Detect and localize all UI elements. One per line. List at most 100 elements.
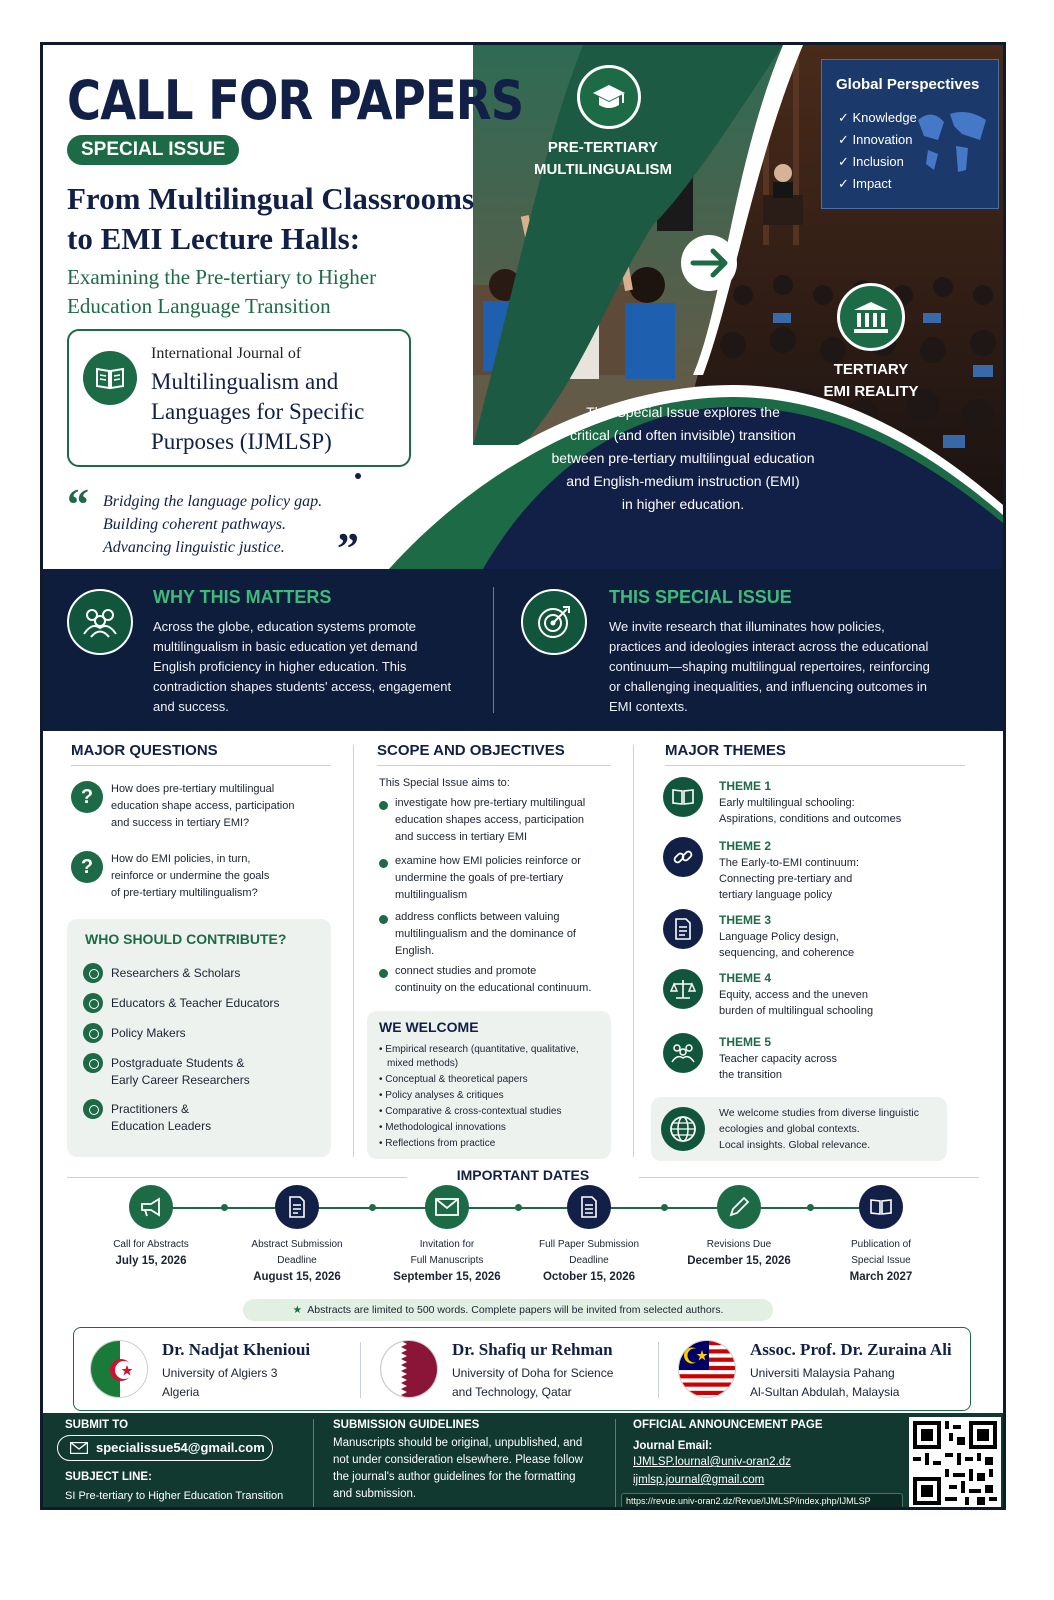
footer-separator bbox=[615, 1419, 616, 1507]
scope-item-3: address conflicts between valuing multil… bbox=[395, 909, 615, 960]
pre-tertiary-label: PRE-TERTIARY MULTILINGUALISM bbox=[523, 137, 683, 181]
themes-rule bbox=[665, 765, 965, 766]
issue-line-2: practices and ideologies interact across… bbox=[609, 639, 929, 654]
global-item-3: ✓ Inclusion bbox=[838, 154, 904, 169]
issue-title: THIS SPECIAL ISSUE bbox=[609, 587, 792, 607]
guidelines-line-1: Manuscripts should be original, unpublis… bbox=[333, 1437, 583, 1449]
close-quote-icon: ” bbox=[337, 524, 359, 570]
global-perspectives-title: Global Perspectives bbox=[836, 76, 980, 93]
intro-line-5: in higher education. bbox=[621, 496, 745, 512]
teachers-icon bbox=[663, 1033, 703, 1073]
editor-separator bbox=[360, 1342, 361, 1398]
theme-4-line-2: burden of multilingual schooling bbox=[719, 1005, 874, 1017]
journal-email-2-link[interactable]: ijmlsp.journal@gmail.com bbox=[633, 1474, 765, 1486]
guidelines-text: Manuscripts should be original, unpublis… bbox=[333, 1435, 583, 1503]
guidelines-line-2: not under consideration elsewhere. Pleas… bbox=[333, 1454, 583, 1466]
scope-item-1-line-2: education shapes access, participation bbox=[395, 814, 584, 826]
journal-name-line-1: Multilingualism and bbox=[151, 369, 339, 394]
theme-3-line-2: sequencing, and coherence bbox=[719, 947, 855, 959]
global-item-4: ✓ Impact bbox=[838, 176, 892, 191]
why-title: WHY THIS MATTERS bbox=[153, 587, 332, 607]
subject-line: SI Pre-tertiary to Higher Education Tran… bbox=[65, 1490, 284, 1502]
journal-name-line-3: Purposes (IJMLSP) bbox=[151, 429, 332, 454]
theme-1-name: THEME 1 bbox=[719, 779, 772, 793]
qr-code[interactable] bbox=[909, 1417, 1001, 1507]
column-separator bbox=[353, 745, 354, 1157]
scope-item-2-line-3: multilingualism bbox=[395, 889, 468, 901]
global-item-3-label: Inclusion bbox=[852, 154, 904, 169]
issue-line-3: continuum—shaping multilingual repertoir… bbox=[609, 659, 930, 674]
welcome-item-4-label: Comparative & cross-contextual studies bbox=[385, 1106, 562, 1117]
submission-email-link[interactable]: specialissue54@gmail.com bbox=[57, 1435, 273, 1461]
journal-url-link[interactable]: https://revue.univ-oran2.dz/Revue/IJMLSP… bbox=[621, 1493, 903, 1507]
date-2-value: August 15, 2026 bbox=[253, 1271, 341, 1283]
theme-2-line-3: tertiary language policy bbox=[719, 889, 833, 901]
global-studies-box: We welcome studies from diverse linguist… bbox=[651, 1097, 947, 1161]
global-item-1-label: Knowledge bbox=[852, 110, 917, 125]
journal-email-label: Journal Email: bbox=[633, 1440, 713, 1452]
global-studies-line-1: We welcome studies from diverse linguist… bbox=[719, 1107, 919, 1119]
graduation-cap-icon bbox=[577, 65, 641, 129]
special-issue-badge: SPECIAL ISSUE bbox=[67, 135, 240, 165]
scope-item-1-line-1: investigate how pre-tertiary multilingua… bbox=[395, 797, 586, 809]
journal-email-1-link[interactable]: IJMLSP.lournal@univ-oran2.dz bbox=[633, 1456, 791, 1468]
scope-item-3-line-1: address conflicts between valuing bbox=[395, 911, 560, 923]
pre-tertiary-label-line-1: PRE-TERTIARY bbox=[547, 139, 659, 156]
theme-2-line-2: Connecting pre-tertiary and bbox=[719, 873, 853, 885]
quote-line-1: Bridging the language policy gap. bbox=[103, 493, 323, 510]
headline-line-2: to EMI Lecture Halls: bbox=[67, 221, 361, 256]
global-item-1: ✓ Knowledge bbox=[838, 110, 917, 125]
why-line-5: and success. bbox=[153, 699, 229, 714]
editor-3-name: Assoc. Prof. Dr. Zuraina Ali bbox=[750, 1340, 952, 1359]
scope-bullet bbox=[379, 969, 388, 978]
theme-2-name: THEME 2 bbox=[719, 839, 772, 853]
theme-1-line-2: Aspirations, conditions and outcomes bbox=[719, 813, 902, 825]
scope-intro: This Special Issue aims to: bbox=[379, 777, 510, 789]
contributor-icon bbox=[83, 993, 103, 1013]
timeline-dot bbox=[369, 1204, 376, 1211]
editor-separator bbox=[658, 1342, 659, 1398]
intro-line-1: This Special Issue explores the bbox=[586, 404, 780, 420]
question-1-line-2: education shape access, participation bbox=[111, 800, 295, 812]
date-2-label-line-2: Deadline bbox=[277, 1255, 317, 1266]
date-1-label: Call for Abstracts bbox=[113, 1239, 189, 1250]
theme-2-line-1: The Early-to-EMI continuum: bbox=[719, 857, 859, 869]
contributor-5: Practitioners & Education Leaders bbox=[111, 1101, 211, 1135]
welcome-item-5: • Methodological innovations bbox=[379, 1122, 506, 1133]
timeline-dot bbox=[221, 1204, 228, 1211]
welcome-item-2-label: Conceptual & theoretical papers bbox=[385, 1074, 528, 1085]
issue-line-4: or challenging inequalities, and influen… bbox=[609, 679, 927, 694]
pencil-icon bbox=[717, 1185, 761, 1229]
pre-tertiary-label-line-2: MULTILINGUALISM bbox=[533, 161, 673, 178]
questions-rule bbox=[71, 765, 331, 766]
theme-1-text: Early multilingual schooling: Aspiration… bbox=[719, 795, 901, 827]
global-studies-line-3: Local insights. Global relevance. bbox=[719, 1139, 871, 1151]
date-2-label-line-1: Abstract Submission bbox=[251, 1239, 343, 1250]
questions-title: MAJOR QUESTIONS bbox=[71, 742, 218, 759]
dates-rule-left bbox=[67, 1177, 407, 1178]
question-2-line-3: of pre-tertiary multilingualism? bbox=[111, 887, 258, 899]
journal-prefix: International Journal of bbox=[151, 345, 302, 362]
headline: From Multilingual Classrooms to EMI Lect… bbox=[67, 179, 507, 259]
theme-4-name: THEME 4 bbox=[719, 971, 772, 985]
poster: CALL FOR PAPERS SPECIAL ISSUE From Multi… bbox=[40, 42, 1006, 1510]
why-line-1: Across the globe, education systems prom… bbox=[153, 619, 417, 634]
contributor-icon bbox=[83, 1099, 103, 1119]
scope-item-2-line-1: examine how EMI policies reinforce or bbox=[395, 855, 581, 867]
malaysia-flag bbox=[678, 1340, 736, 1398]
date-item-2: Abstract Submission Deadline August 15, … bbox=[232, 1237, 362, 1285]
document-icon bbox=[663, 909, 703, 949]
contributor-icon bbox=[83, 963, 103, 983]
book-icon bbox=[859, 1185, 903, 1229]
qatar-flag bbox=[380, 1340, 438, 1398]
decorative-dot bbox=[355, 473, 361, 479]
page-title: CALL FOR PAPERS bbox=[67, 69, 524, 132]
why-line-2: multilingualism in basic education yet d… bbox=[153, 639, 418, 654]
editor-2-name: Dr. Shafiq ur Rehman bbox=[452, 1340, 613, 1359]
question-2: How do EMI policies, in turn, reinforce … bbox=[111, 851, 331, 902]
theme-5-line-1: Teacher capacity across bbox=[719, 1053, 837, 1065]
date-4-label-line-2: Deadline bbox=[569, 1255, 609, 1266]
document-icon bbox=[275, 1185, 319, 1229]
contributor-4-line-2: Early Career Researchers bbox=[111, 1073, 250, 1087]
scope-item-1: investigate how pre-tertiary multilingua… bbox=[395, 795, 615, 846]
